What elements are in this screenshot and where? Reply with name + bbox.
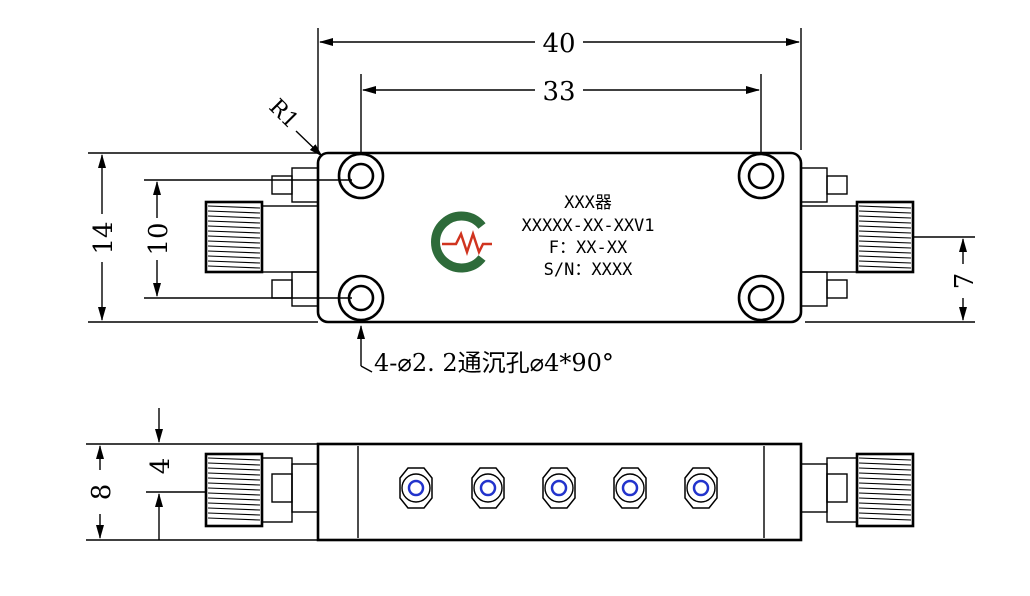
tuning-screw-icon — [471, 467, 505, 509]
tuning-screw-icon — [613, 467, 647, 509]
dim-thickness: 8 — [86, 443, 318, 541]
sma-connector-icon — [800, 167, 915, 307]
dim-port-height: 4 — [146, 408, 206, 540]
hole-callout: 4-⌀2. 2通沉孔⌀4*90° — [357, 325, 614, 377]
housing-body-side — [316, 442, 803, 542]
side-view: 8 4 — [86, 408, 915, 542]
dim-33-text: 33 — [542, 77, 575, 107]
mounting-hole-top-right — [737, 152, 785, 200]
sma-connector-icon — [800, 452, 915, 528]
sma-connector-icon — [204, 452, 319, 528]
sma-connector-icon — [204, 167, 319, 307]
mounting-hole-top-left — [337, 152, 385, 200]
mounting-hole-bottom-right — [737, 274, 785, 322]
label-serial: S/N：XXXX — [544, 260, 633, 280]
label-product: XXX器 — [564, 193, 612, 213]
top-view: XXX器 XXXXX-XX-XXV1 F：XX-XX S/N：XXXX 40 3… — [88, 28, 980, 377]
label-frequency: F：XX-XX — [549, 238, 628, 258]
tuning-screw-icon — [684, 467, 718, 509]
dim-10-text: 10 — [144, 222, 174, 255]
tuning-screw-icon — [542, 467, 576, 509]
dim-r1-text: R1 — [264, 95, 303, 134]
company-logo-icon — [431, 211, 492, 273]
dim-40-text: 40 — [542, 29, 575, 59]
dim-corner-radius: R1 — [264, 95, 323, 157]
dim-overall-length: 40 — [317, 28, 802, 150]
dim-7-text: 7 — [950, 273, 980, 290]
hole-note-text: 4-⌀2. 2通沉孔⌀4*90° — [374, 349, 614, 377]
dim-connector-offset: 7 — [805, 236, 980, 323]
dim-4-text: 4 — [146, 458, 176, 475]
label-model: XXXXX-XX-XXV1 — [521, 216, 654, 236]
dim-14-text: 14 — [89, 221, 119, 254]
dim-hole-spacing: 33 — [360, 74, 762, 154]
dim-height: 14 — [88, 152, 318, 323]
dim-8-text: 8 — [87, 484, 117, 501]
dim-hole-pitch: 10 — [144, 179, 352, 299]
tuning-screw-icon — [399, 467, 433, 509]
